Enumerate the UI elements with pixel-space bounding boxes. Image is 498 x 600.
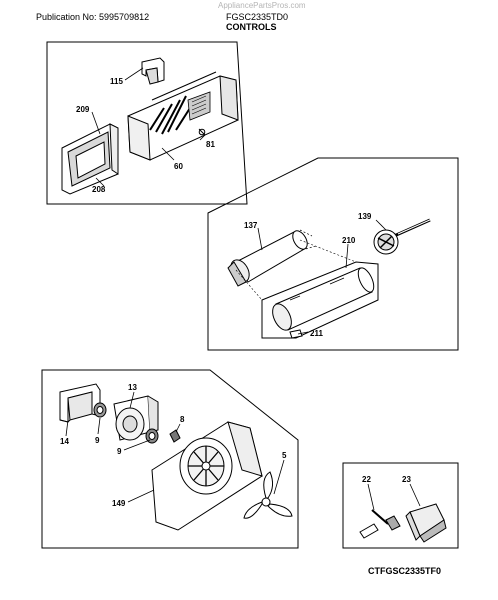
label-115: 115 — [110, 77, 123, 86]
model-number: FGSC2335TD0 — [226, 12, 289, 22]
label-9-upper: 9 — [95, 436, 100, 445]
panel-fan-assembly — [41, 369, 299, 549]
part-209-208-lens-frame — [61, 123, 119, 195]
label-149: 149 — [112, 499, 126, 508]
label-137: 137 — [244, 221, 258, 230]
leader-lines — [65, 67, 421, 511]
part-139-socket — [373, 218, 433, 255]
label-210: 210 — [342, 236, 356, 245]
section-title: CONTROLS — [226, 22, 277, 32]
part-9-grommet-lower — [145, 428, 159, 444]
label-22: 22 — [362, 475, 371, 484]
part-211-plug — [289, 329, 303, 339]
label-60: 60 — [174, 162, 183, 171]
label-209: 209 — [76, 105, 90, 114]
panel-light-assembly — [207, 157, 459, 351]
label-139: 139 — [358, 212, 372, 221]
part-115-clip — [141, 57, 165, 85]
part-5-fan-blade — [243, 471, 293, 519]
label-208: 208 — [92, 185, 106, 194]
label-13: 13 — [128, 383, 137, 392]
part-137-light-cylinder — [227, 229, 317, 287]
label-5: 5 — [282, 451, 287, 460]
callout-labels: 115 209 81 60 208 137 139 210 211 13 14 … — [60, 77, 411, 508]
part-14-bracket — [59, 383, 101, 423]
label-8: 8 — [180, 415, 185, 424]
panel-control-housing — [46, 41, 248, 205]
diagram-code: CTFGSC2335TF0 — [368, 566, 442, 576]
label-81: 81 — [206, 140, 215, 149]
part-60-control-housing — [127, 71, 239, 161]
label-14: 14 — [60, 437, 69, 446]
panel-outlines — [41, 41, 459, 549]
part-23-sensor — [405, 503, 447, 543]
part-13-fan-motor — [113, 395, 159, 441]
publication-number: Publication No: 5995709812 — [36, 12, 150, 22]
watermark-text: AppliancePartsPros.com — [218, 1, 306, 10]
label-9-lower: 9 — [117, 447, 122, 456]
panel-wire-harness — [342, 462, 459, 549]
part-22-wire-harness — [359, 509, 401, 539]
part-9-grommet-upper — [93, 402, 107, 418]
label-23: 23 — [402, 475, 411, 484]
part-81-screw — [198, 128, 206, 136]
part-210-lens-cover — [235, 239, 379, 339]
part-8-clip — [169, 429, 181, 443]
part-149-fan-shroud — [151, 421, 263, 531]
label-211: 211 — [310, 329, 323, 338]
